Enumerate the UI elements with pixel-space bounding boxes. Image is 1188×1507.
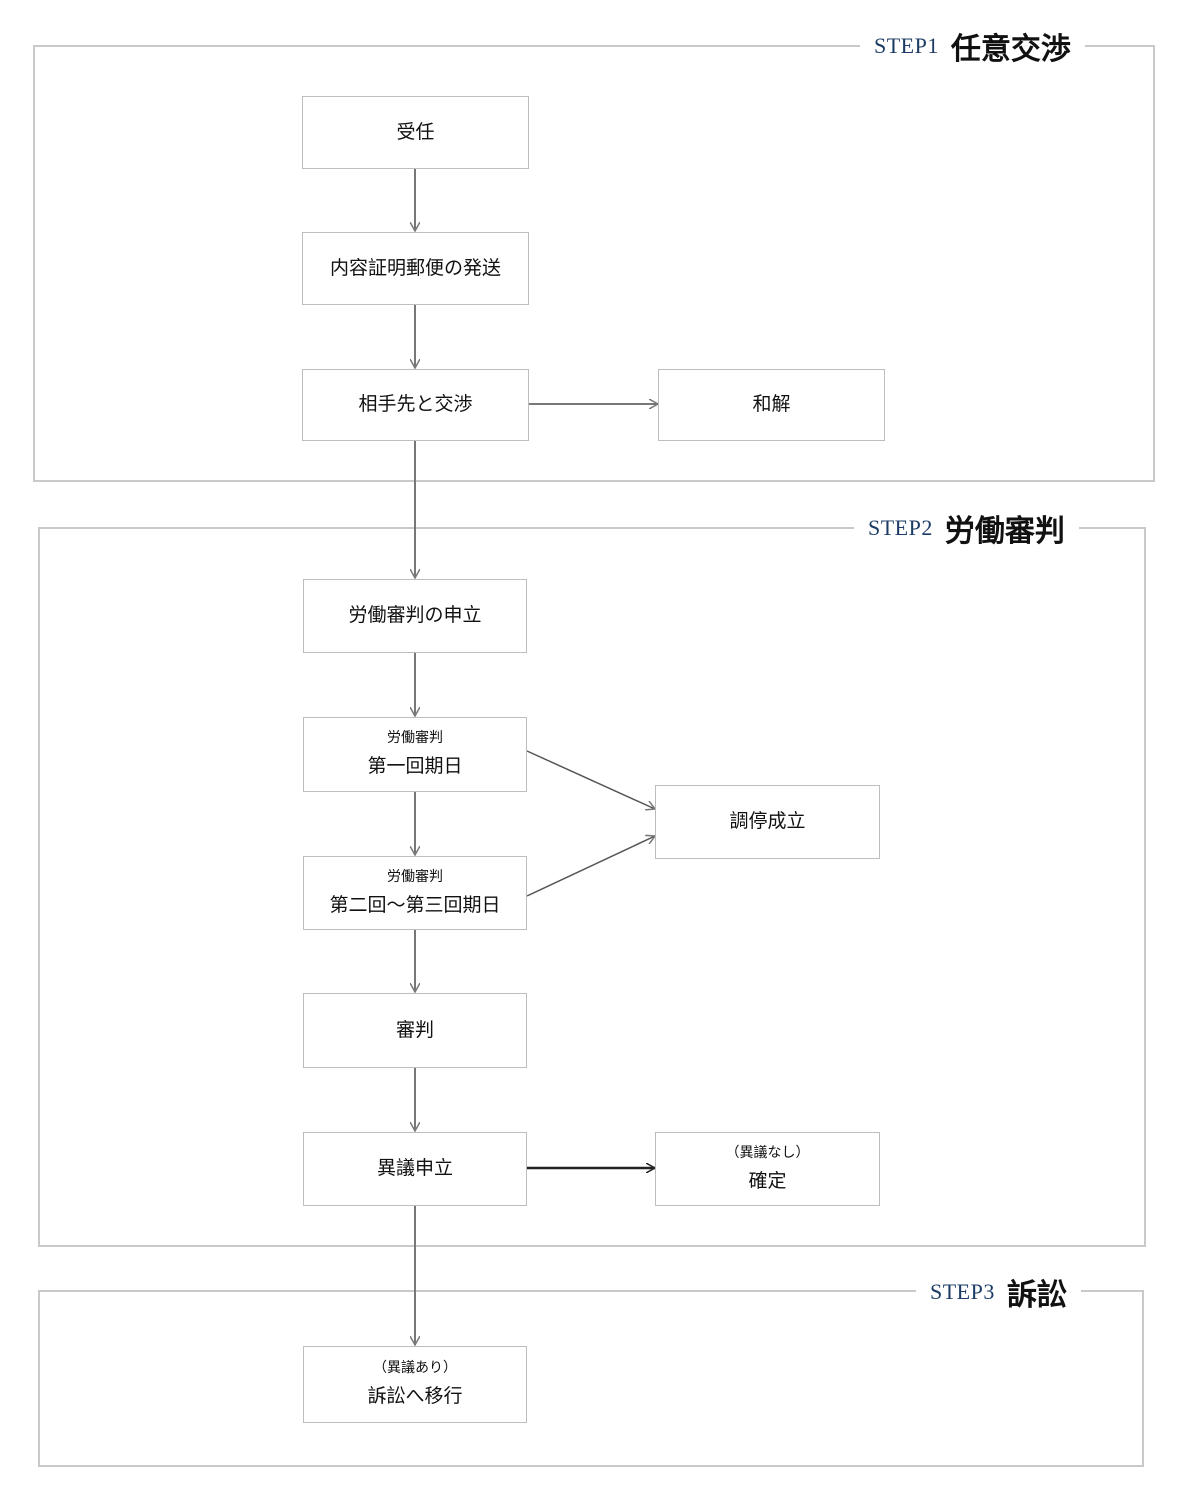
- node-moushitate-label: 労働審判の申立: [348, 604, 482, 627]
- step3-section: [38, 1290, 1144, 1467]
- node-chotei-seiritsu-label: 調停成立: [729, 810, 806, 833]
- node-wakai: 和解: [658, 369, 885, 441]
- node-soshou-ikou: （異議あり） 訴訟へ移行: [303, 1346, 527, 1423]
- node-wakai-label: 和解: [752, 393, 791, 416]
- node-uketsuke: 受任: [302, 96, 529, 169]
- node-uketsuke-label: 受任: [396, 120, 435, 143]
- node-naiyou-shoumei-label: 内容証明郵便の発送: [329, 256, 501, 279]
- node-soshou-ikou-sub: （異議あり）: [373, 1360, 457, 1377]
- node-dai23-kijitsu: 労働審判 第二回～第三回期日: [303, 856, 527, 930]
- node-kakutei: （異議なし） 確定: [655, 1132, 880, 1206]
- node-dai23-kijitsu-sub: 労働審判: [387, 868, 443, 885]
- node-dai1-kijitsu: 労働審判 第一回期日: [303, 717, 527, 792]
- node-moushitate: 労働審判の申立: [303, 579, 527, 653]
- node-igi-moushitate: 異議申立: [303, 1132, 527, 1206]
- node-soshou-ikou-label: 訴訟へ移行: [367, 1385, 463, 1408]
- node-kakutei-label: 確定: [748, 1169, 787, 1192]
- step1-name: 任意交渉: [950, 32, 1071, 67]
- step2-name: 労働審判: [944, 514, 1065, 549]
- node-dai23-kijitsu-label: 第二回～第三回期日: [329, 893, 501, 916]
- step2-section: [38, 527, 1146, 1247]
- node-koushou-label: 相手先と交渉: [358, 393, 473, 416]
- step1-label: STEP1: [874, 33, 939, 58]
- node-koushou: 相手先と交渉: [302, 369, 529, 441]
- node-kakutei-sub: （異議なし）: [725, 1144, 810, 1161]
- step2-label: STEP2: [868, 515, 933, 540]
- node-dai1-kijitsu-label: 第一回期日: [367, 755, 463, 778]
- step3-name: 訴訟: [1006, 1278, 1067, 1313]
- node-chotei-seiritsu: 調停成立: [655, 785, 880, 859]
- node-shinpan: 審判: [303, 993, 527, 1068]
- step1-section: [33, 45, 1155, 482]
- node-igi-moushitate-label: 異議申立: [376, 1157, 453, 1180]
- node-naiyou-shoumei: 内容証明郵便の発送: [302, 232, 529, 305]
- node-dai1-kijitsu-sub: 労働審判: [387, 730, 443, 747]
- step1-title: STEP1 任意交渉: [860, 26, 1085, 67]
- step3-title: STEP3 訴訟: [916, 1272, 1081, 1313]
- node-shinpan-label: 審判: [395, 1018, 434, 1041]
- step2-title: STEP2 労働審判: [854, 508, 1079, 549]
- step3-label: STEP3: [930, 1279, 995, 1304]
